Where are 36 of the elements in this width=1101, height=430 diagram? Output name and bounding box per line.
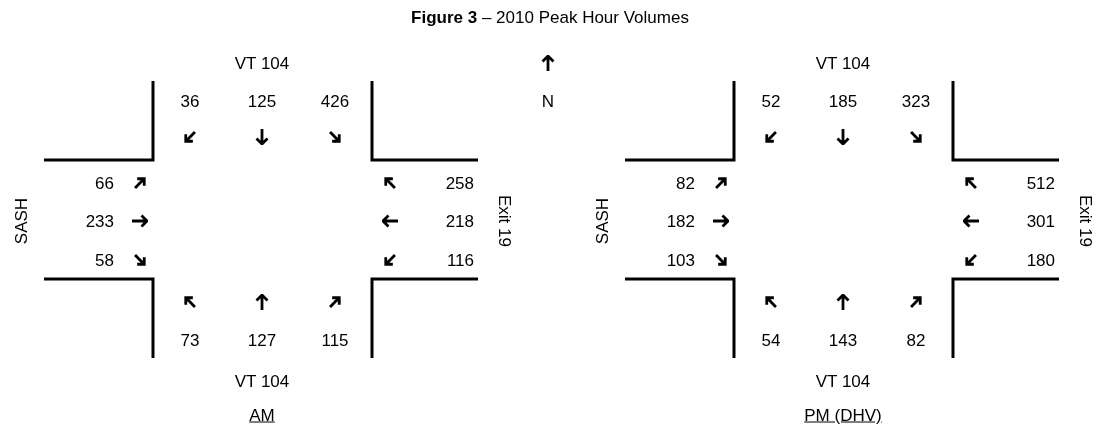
street-name: SASH [593, 197, 611, 245]
volume-number: 185 [828, 92, 858, 110]
volume-number: 323 [901, 92, 931, 110]
volume-number: 180 [1026, 251, 1055, 269]
street-name: VT 104 [234, 54, 290, 72]
volume-number: 512 [1026, 174, 1055, 192]
street-name: VT 104 [815, 372, 871, 390]
street-name: Exit 19 [495, 195, 513, 247]
street-name: VT 104 [815, 54, 871, 72]
volume-number: 301 [1026, 212, 1055, 230]
volume-number: 426 [320, 92, 350, 110]
street-name: SASH [12, 197, 30, 245]
volume-number: 182 [666, 212, 695, 230]
volume-number: 103 [666, 251, 695, 269]
volume-number: 73 [180, 331, 200, 349]
volume-number: 258 [445, 174, 474, 192]
volume-number: 115 [321, 331, 349, 349]
volume-number: 54 [761, 331, 781, 349]
volume-number: 58 [95, 251, 114, 269]
volume-number: 116 [446, 251, 474, 269]
volume-number: 125 [247, 92, 277, 110]
panel-caption: AM [249, 406, 275, 424]
panel-caption: PM (DHV) [804, 406, 882, 424]
volume-number: 127 [247, 331, 277, 349]
volume-number: 218 [445, 212, 474, 230]
volume-number: 82 [906, 331, 926, 349]
volume-number: 66 [95, 174, 114, 192]
street-name: Exit 19 [1076, 195, 1094, 247]
north-label: N [541, 92, 555, 110]
volume-number: 143 [828, 331, 858, 349]
figure-title: Figure 3 – 2010 Peak Hour Volumes [411, 8, 689, 26]
volume-number: 36 [180, 92, 200, 110]
volume-number: 52 [761, 92, 781, 110]
volume-number: 82 [676, 174, 695, 192]
volume-number: 233 [85, 212, 114, 230]
street-name: VT 104 [234, 372, 290, 390]
